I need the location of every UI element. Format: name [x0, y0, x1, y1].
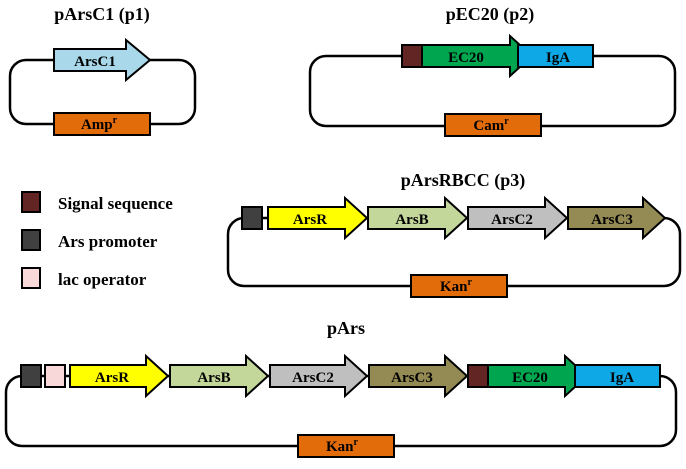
gene-arsc1-label: ArsC1 — [74, 54, 116, 70]
gene-arsb-arrow-p3 — [367, 195, 469, 241]
gene-ec20-label-p2: EC20 — [448, 50, 484, 66]
marker-kan-label-p4: Kanr — [326, 437, 359, 455]
gene-arsc3-label-p4: ArsC3 — [391, 370, 433, 386]
gene-iga-label-p4: IgA — [610, 370, 634, 386]
gene-iga-box-p2 — [517, 44, 594, 68]
plasmid-p2-title: pEC20 (p2) — [446, 4, 535, 25]
gene-arsc2-label-p3: ArsC2 — [491, 212, 533, 228]
marker-kan-box-p3 — [410, 274, 508, 298]
gene-arsc2-arrow-p4 — [269, 353, 369, 399]
lac-operator-box-p4 — [44, 364, 66, 388]
plasmid-p3: pArsRBCC (p3) ArsR ArsB ArsC2 ArsC3 Kanr — [226, 170, 682, 298]
gene-arsc2-label-p4: ArsC2 — [292, 370, 334, 386]
legend-promoter-swatch — [21, 229, 41, 251]
gene-arsr-arrow-p4 — [69, 353, 170, 399]
gene-arsc3-arrow-p3 — [567, 195, 667, 241]
gene-arsc3-label-p3: ArsC3 — [591, 212, 633, 228]
marker-cam-label: Camr — [473, 116, 509, 134]
gene-arsr-label-p3: ArsR — [293, 212, 327, 228]
legend-lac-label: lac operator — [58, 270, 147, 289]
gene-arsb-label-p3: ArsB — [395, 212, 428, 228]
gene-arsb-arrow-p4 — [169, 353, 270, 399]
plasmid-p2: pEC20 (p2) EC20 IgA Camr — [308, 4, 677, 137]
promoter-box-p3 — [241, 206, 263, 230]
marker-kan-box-p4 — [297, 434, 395, 458]
marker-cam-box — [444, 113, 542, 137]
signal-sequence-box-p2 — [401, 44, 423, 68]
legend-signal-swatch — [21, 191, 41, 213]
marker-amp-box — [53, 112, 151, 136]
gene-arsc1-arrow — [53, 37, 152, 83]
promoter-box-p4 — [20, 364, 42, 388]
plasmid-p4-title: pArs — [327, 318, 365, 338]
gene-iga-box-p4 — [574, 364, 661, 388]
plasmid-p4: pArs ArsR ArsB ArsC2 ArsC3 EC20 IgA Kanr — [4, 318, 678, 458]
plasmid-p1: pArsC1 (p1) ArsC1 Ampr — [8, 4, 197, 136]
gene-arsc2-arrow-p3 — [467, 195, 569, 241]
gene-arsb-label-p4: ArsB — [197, 370, 230, 386]
signal-sequence-box-p4 — [467, 364, 489, 388]
marker-kan-label-p3: Kanr — [440, 277, 473, 295]
plasmid-p3-title: pArsRBCC (p3) — [401, 170, 526, 191]
legend: Signal sequence Ars promoter lac operato… — [21, 191, 173, 289]
gene-iga-label-p2: IgA — [546, 50, 570, 66]
gene-arsc3-arrow-p4 — [368, 353, 469, 399]
gene-arsr-arrow-p3 — [267, 195, 369, 241]
gene-arsr-label-p4: ArsR — [95, 370, 129, 386]
legend-promoter-label: Ars promoter — [58, 232, 158, 251]
legend-lac-swatch — [21, 267, 41, 289]
legend-signal-label: Signal sequence — [58, 194, 173, 213]
marker-amp-label: Ampr — [81, 115, 118, 133]
plasmid-p1-title: pArsC1 (p1) — [54, 4, 150, 25]
gene-ec20-label-p4: EC20 — [512, 370, 548, 386]
